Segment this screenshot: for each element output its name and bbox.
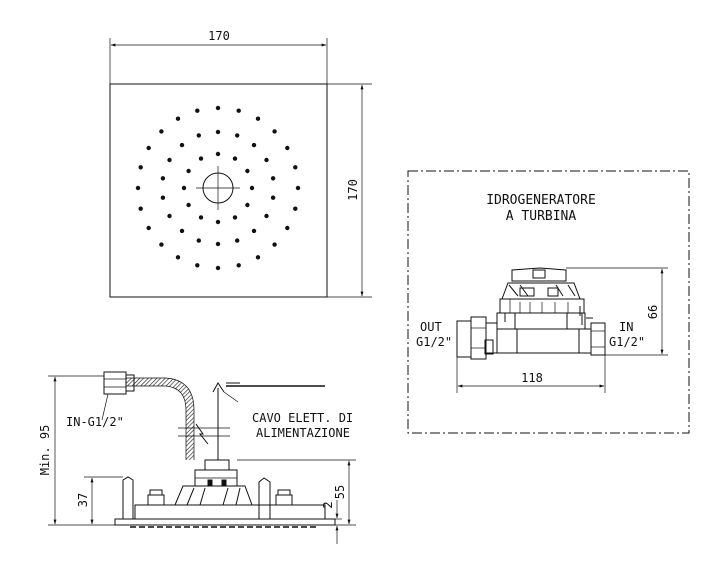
nozzle-hole [196,133,201,138]
nozzle-hole [255,116,261,121]
generator-detail: IDROGENERATORE A TURBINA [407,170,690,434]
nozzle-hole [293,206,298,211]
nozzle-hole [159,129,164,134]
braided-hose [126,378,194,460]
side-view: IN-G1/2" CAVO ELETT. DI ALIMENTAZIONE Mi… [38,371,356,544]
nozzle-hole [215,151,221,157]
generator-length-label: 118 [521,371,543,385]
generator-height-label: 66 [646,305,660,319]
nozzle-hole [251,142,257,148]
nozzle-hole [198,215,204,220]
cable-label-line1: CAVO ELETT. DI [252,411,353,425]
hose-nut [103,371,127,395]
nozzle-hole [215,265,221,271]
in-label-line2: G1/2" [609,335,645,349]
total-height-label: 55 [333,485,347,499]
height-label: 170 [346,179,360,201]
in-label-line1: IN [619,320,633,334]
nozzle-hole [186,202,191,208]
nozzle-hole [167,157,172,163]
out-label-line2: G1/2" [416,335,452,349]
nozzle-hole [272,129,277,134]
nozzle-hole [146,225,151,231]
nozzle-hole [195,263,200,268]
inlet-label: IN-G1/2" [66,415,124,429]
central-hub [174,485,253,506]
nozzle-hole [232,215,238,220]
generator-title-line2: A TURBINA [506,209,577,224]
nozzle-hole [160,176,166,181]
nozzle-hole [179,228,185,234]
nozzle-hole [236,263,241,268]
nozzle-hole [215,105,221,111]
nozzle-hole [235,238,240,243]
nozzle-hole [196,238,201,243]
min-height-label: Min. 95 [38,425,52,476]
nozzle-hole [167,213,172,219]
nozzle-hole [215,241,221,247]
nozzle-hole [249,185,255,191]
nozzle-hole [160,195,166,200]
nozzle-hole [135,185,141,191]
nozzle-hole [272,242,277,247]
nozzle-hole [179,142,185,148]
nozzle-hole [159,242,164,247]
nozzle-hole [138,206,143,211]
nozzle-hole [195,108,200,113]
nozzle-hole [245,168,250,174]
nozzle-hole [235,133,240,138]
turbine-generator [456,267,606,360]
nozzle-holes [135,105,301,271]
nozzle-hole [186,168,191,174]
nozzle-hole [198,156,204,161]
nozzle-hole [293,165,298,170]
shower-head-outline [109,83,328,298]
nozzle-hole [285,225,290,231]
nozzle-hole [270,195,276,200]
nozzle-hole [175,116,181,121]
plate-thickness-label: 2 [321,501,335,508]
base-height-label: 37 [76,493,90,507]
nozzle-hole [181,185,187,191]
nozzle-hole [232,156,238,161]
nozzle-hole [236,108,241,113]
nozzle-hole [264,213,269,219]
cable-label-line2: ALIMENTAZIONE [256,426,350,440]
nozzle-hole [251,228,257,234]
nozzle-hole [285,145,290,151]
nozzle-hole [215,129,221,135]
nozzle-hole [245,202,250,208]
generator-box-border [407,170,690,434]
width-label: 170 [208,29,230,43]
generator-title-line1: IDROGENERATORE [486,193,596,208]
base-plate [114,518,336,526]
nozzle-hole [175,255,181,260]
nozzle-hole [215,219,221,225]
nozzle-hole [295,185,301,191]
out-label-line1: OUT [420,320,442,334]
nozzle-hole [270,176,276,181]
nozzle-hole [264,157,269,163]
nozzle-hole [146,145,151,151]
nozzle-hole [138,165,143,170]
top-view: 170 170 [109,29,372,298]
nozzle-hole [255,255,261,260]
